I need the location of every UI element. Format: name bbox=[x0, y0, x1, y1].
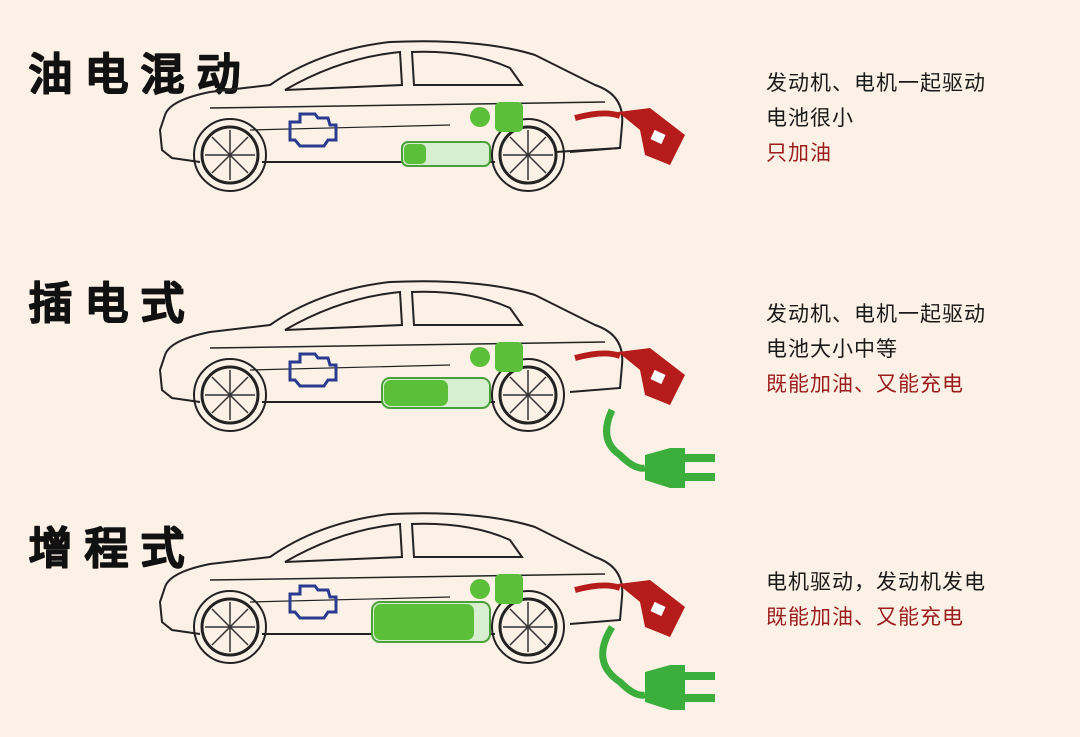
wheel-spokes bbox=[205, 602, 553, 652]
battery-icon bbox=[381, 377, 491, 409]
wheel-spokes bbox=[205, 370, 553, 420]
plugin-car-diagram bbox=[158, 280, 715, 488]
fuel-nozzle-icon bbox=[574, 108, 685, 165]
fuel-nozzle-icon bbox=[574, 348, 685, 405]
motor-icon bbox=[470, 574, 523, 604]
erev-title: 增程式 bbox=[28, 523, 196, 574]
engine-icon bbox=[288, 584, 338, 620]
erev-section: 增程式 bbox=[0, 497, 1080, 737]
desc-highlight: 既能加油、又能充电 bbox=[766, 605, 964, 629]
engine-icon bbox=[288, 112, 338, 148]
car-outline-icon bbox=[158, 512, 624, 664]
car-outline-icon bbox=[158, 280, 624, 432]
motor-icon bbox=[470, 102, 523, 132]
hybrid-car-diagram bbox=[158, 40, 685, 192]
charging-plug-icon bbox=[599, 625, 715, 710]
battery-icon bbox=[401, 141, 491, 167]
desc-highlight: 只加油 bbox=[766, 141, 832, 165]
desc-line: 电池大小中等 bbox=[766, 337, 898, 361]
desc-highlight: 既能加油、又能充电 bbox=[766, 372, 964, 396]
hybrid-section: 油电混动 bbox=[0, 0, 1080, 240]
desc-line: 电机驱动，发动机发电 bbox=[766, 570, 986, 594]
desc-line: 发动机、电机一起驱动 bbox=[766, 302, 986, 326]
motor-icon bbox=[470, 342, 523, 372]
car-outline-icon bbox=[158, 40, 624, 192]
desc-line: 电池很小 bbox=[766, 106, 854, 130]
hybrid-title: 油电混动 bbox=[28, 49, 252, 100]
battery-icon bbox=[371, 601, 491, 643]
desc-line: 发动机、电机一起驱动 bbox=[766, 71, 986, 95]
erev-car-diagram bbox=[158, 512, 715, 710]
plugin-section: 插电式 bbox=[0, 245, 1080, 488]
plugin-description: 发动机、电机一起驱动 电池大小中等 既能加油、又能充电 bbox=[766, 297, 986, 402]
wheel-spokes bbox=[205, 130, 553, 180]
erev-description: 电机驱动，发动机发电 既能加油、又能充电 bbox=[766, 565, 986, 635]
engine-icon bbox=[288, 352, 338, 388]
fuel-nozzle-icon bbox=[574, 580, 685, 637]
hybrid-description: 发动机、电机一起驱动 电池很小 只加油 bbox=[766, 66, 986, 171]
plugin-title: 插电式 bbox=[28, 278, 196, 329]
charging-plug-icon bbox=[603, 408, 715, 488]
